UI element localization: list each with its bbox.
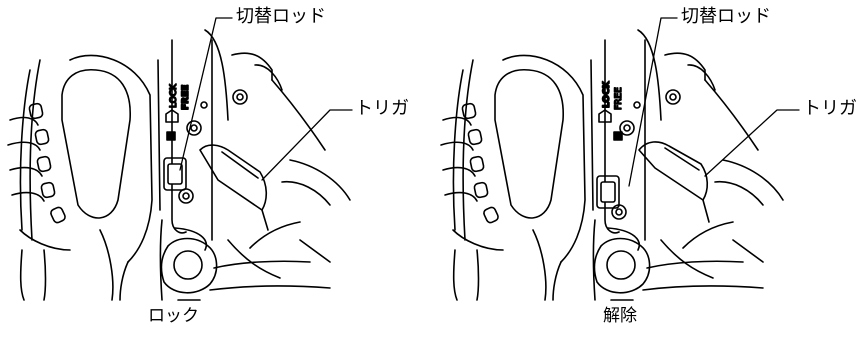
trigger — [199, 144, 301, 279]
adjuster-knob — [159, 159, 351, 301]
body-frame — [590, 29, 759, 241]
release-state-illustration: LOCK FREE — [440, 17, 800, 301]
lock-caption: ロック — [148, 306, 199, 326]
release-state-panel: LOCK FREE 切替ロッド トリガ 解除 — [433, 0, 866, 337]
handle-body — [61, 54, 153, 301]
adjuster-knob — [592, 159, 784, 301]
handle-body — [494, 54, 586, 301]
lock-switch-label: LOCK — [169, 83, 179, 108]
switching-rod-callout: 切替ロッド — [236, 6, 326, 27]
free-switch-label: FREE — [181, 85, 191, 110]
trigger-callout: トリガ — [355, 98, 409, 119]
selector-switch: LOCK FREE — [163, 82, 208, 204]
free-switch-label: FREE — [614, 87, 624, 110]
switching-rod-callout: 切替ロッド — [681, 6, 771, 27]
trigger — [638, 141, 734, 279]
release-caption: 解除 — [603, 306, 637, 326]
lock-state-panel: LOCK FREE 切替ロッド トリ — [7, 6, 409, 326]
trigger-callout: トリガ — [803, 98, 857, 119]
body-frame — [157, 29, 326, 241]
callout-leaders — [628, 17, 800, 187]
lock-switch-label: LOCK — [602, 80, 612, 108]
callout-leaders — [179, 17, 353, 181]
lock-state-illustration: LOCK FREE — [7, 17, 353, 301]
grip-ribs — [440, 59, 504, 301]
selector-switch: LOCK FREE — [596, 80, 641, 220]
grip-ribs — [7, 59, 71, 301]
